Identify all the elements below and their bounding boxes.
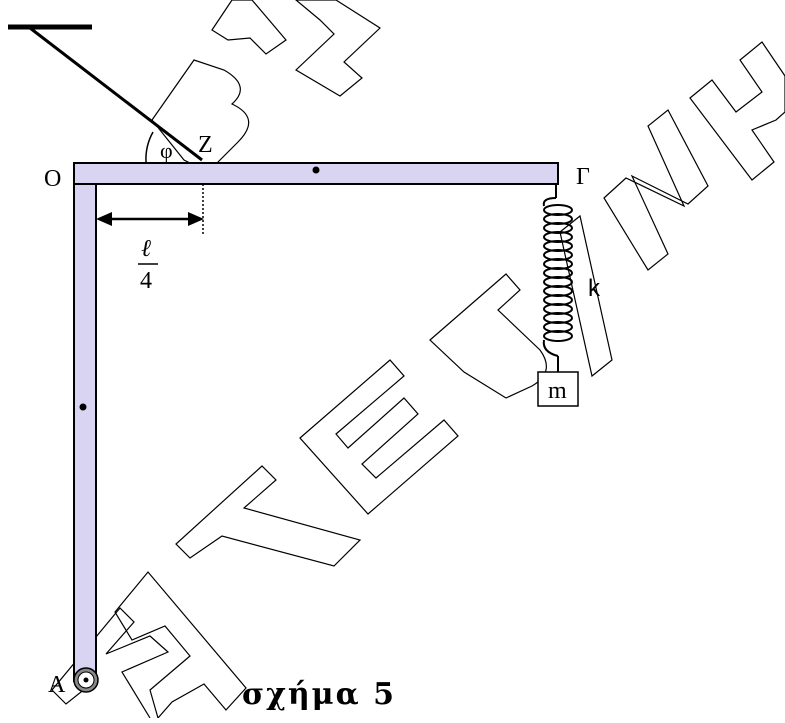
label-k: k (588, 275, 601, 302)
figure-caption: σχήμα 5 (242, 677, 396, 712)
label-o: O (44, 166, 61, 192)
watermark-letter-k (51, 607, 170, 719)
label-a: A (48, 672, 66, 698)
watermark-letter-n (603, 109, 709, 271)
dimension-arrow-right (188, 212, 204, 226)
watermark-letter-t (175, 465, 362, 567)
label-length-denominator: 4 (140, 268, 152, 294)
watermark-letter-p (429, 273, 547, 399)
label-phi: φ (160, 138, 173, 163)
spring (542, 197, 573, 357)
watermark (51, 0, 785, 720)
watermark-letter-a2 (211, 0, 287, 55)
label-length-numerator: ℓ (141, 236, 151, 262)
watermark-letter-z (295, 0, 381, 97)
watermark-letter-b (151, 59, 250, 173)
vertical-rod-center-dot (79, 403, 87, 411)
pivot-a-dot (83, 677, 89, 683)
mass-box (537, 371, 579, 407)
dimension-arrow-left (96, 212, 112, 226)
label-m: m (548, 378, 567, 404)
label-gamma: Γ (576, 164, 590, 190)
angle-arc (145, 131, 154, 163)
string (29, 26, 203, 162)
label-z: Z (198, 132, 213, 158)
vertical-rod (73, 162, 97, 682)
horizontal-rod-center-dot (312, 166, 320, 174)
watermark-letter-h (689, 41, 785, 181)
watermark-letter-a1 (114, 571, 247, 720)
watermark-letter-i (559, 214, 613, 378)
watermark-letter-e (299, 359, 459, 515)
